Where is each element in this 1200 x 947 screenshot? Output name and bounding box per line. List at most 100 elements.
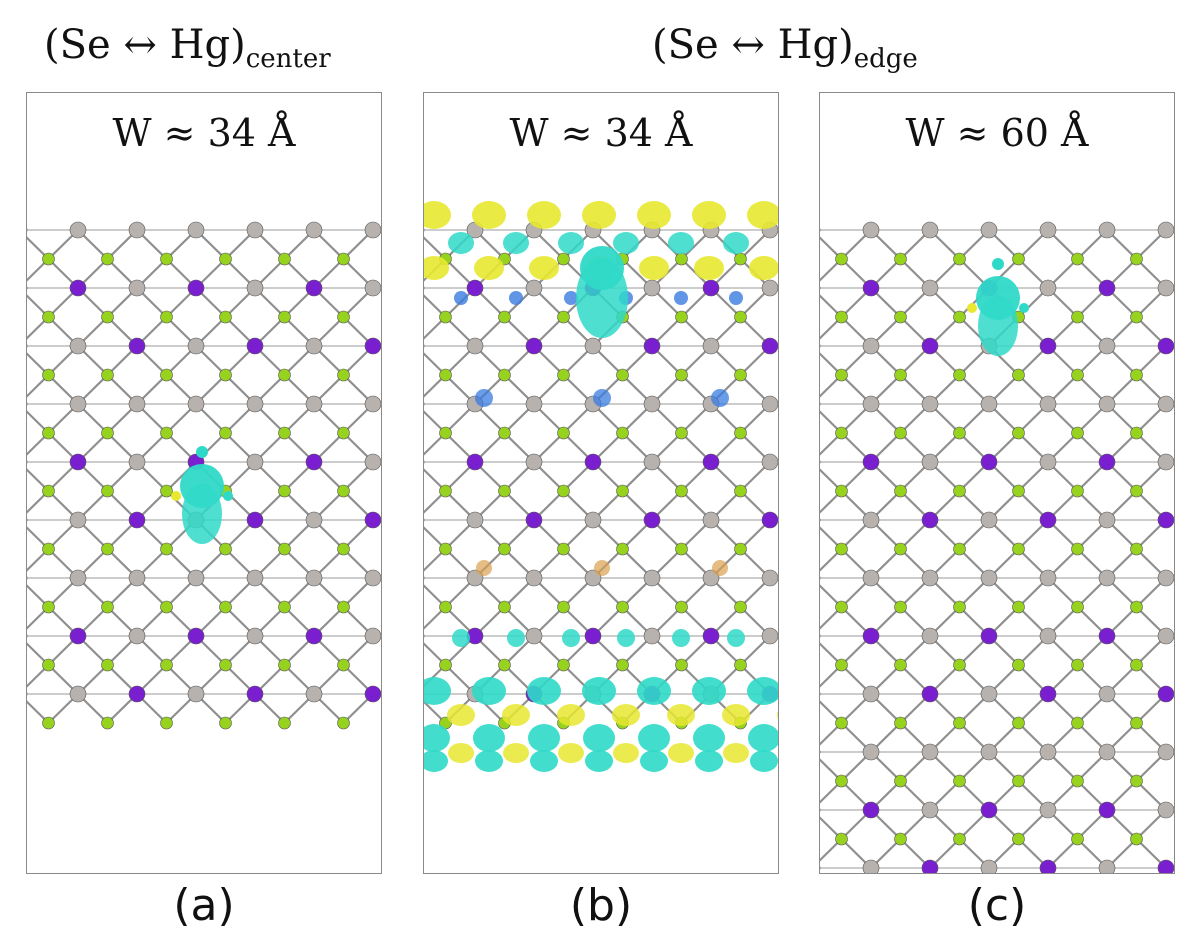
se-atom <box>557 368 570 382</box>
se-atom <box>219 658 232 672</box>
se-atom <box>557 600 570 614</box>
density-lobe-orange <box>476 560 492 576</box>
te-atom <box>246 511 264 529</box>
se-atom <box>1012 484 1025 498</box>
se-atom <box>278 426 291 440</box>
se-atom <box>42 310 55 324</box>
se-atom <box>616 542 629 556</box>
hg-atom <box>305 685 323 703</box>
hg-atom <box>862 569 880 587</box>
hg-atom <box>921 453 939 471</box>
bond <box>424 432 447 456</box>
se-atom <box>337 542 350 556</box>
hg-atom <box>128 453 146 471</box>
bond <box>27 374 50 398</box>
se-atom <box>835 542 848 556</box>
se-atom <box>1071 368 1084 382</box>
hg-atom <box>643 627 661 645</box>
se-atom <box>498 426 511 440</box>
bond <box>820 294 843 318</box>
se-atom <box>219 252 232 266</box>
se-atom <box>953 600 966 614</box>
density-lobe-yellow <box>503 743 529 763</box>
hg-atom <box>761 453 778 471</box>
te-atom <box>761 511 778 529</box>
bond <box>27 584 50 608</box>
hg-atom <box>1039 279 1057 297</box>
se-atom <box>835 832 848 846</box>
bond <box>820 606 843 630</box>
density-lobe-cyan <box>582 677 616 705</box>
heading-center-defect: (Se ↔ Hg)center <box>44 22 331 74</box>
te-atom <box>128 511 146 529</box>
se-atom <box>1012 716 1025 730</box>
hg-atom <box>921 395 939 413</box>
se-atom <box>734 252 747 266</box>
heading-edge-main: (Se ↔ Hg) <box>652 22 854 68</box>
density-lobe-yellow <box>747 201 778 229</box>
te-atom <box>980 453 998 471</box>
se-atom <box>160 484 173 498</box>
se-atom <box>219 368 232 382</box>
se-atom <box>337 310 350 324</box>
atom-layer <box>27 221 381 730</box>
se-atom <box>42 368 55 382</box>
bond <box>424 410 447 434</box>
se-atom <box>439 426 452 440</box>
density-lobe-side <box>1019 303 1029 313</box>
se-atom <box>160 252 173 266</box>
se-atom <box>616 426 629 440</box>
se-atom <box>337 252 350 266</box>
bond <box>27 410 50 434</box>
se-atom <box>278 716 291 730</box>
se-atom <box>953 484 966 498</box>
se-atom <box>337 368 350 382</box>
se-atom <box>734 658 747 672</box>
hg-atom <box>525 453 543 471</box>
se-atom <box>337 658 350 672</box>
te-atom <box>921 685 939 703</box>
density-lobe-cyan <box>562 629 580 647</box>
width-label-a: W ≈ 34 Å <box>112 111 296 155</box>
se-atom <box>337 600 350 614</box>
bond <box>424 468 447 492</box>
hg-atom <box>862 685 880 703</box>
te-atom <box>525 337 543 355</box>
density-lobe-yellow <box>613 743 639 763</box>
hg-atom <box>1157 395 1174 413</box>
se-atom <box>101 252 114 266</box>
hg-atom <box>980 743 998 761</box>
hg-atom <box>643 569 661 587</box>
hg-atom <box>921 221 939 239</box>
te-atom <box>466 279 484 297</box>
hg-atom <box>69 685 87 703</box>
density-lobe-orange <box>594 560 610 576</box>
te-atom <box>364 337 381 355</box>
density-layer <box>424 201 778 772</box>
bond <box>820 432 843 456</box>
se-atom <box>160 600 173 614</box>
bond <box>424 490 447 514</box>
se-atom <box>1012 600 1025 614</box>
se-atom <box>953 310 966 324</box>
density-lobe-yellow <box>424 201 451 229</box>
bond <box>27 548 50 572</box>
te-atom <box>128 685 146 703</box>
se-atom <box>219 426 232 440</box>
hg-atom <box>1039 801 1057 819</box>
hg-atom <box>246 627 264 645</box>
te-atom <box>1039 337 1057 355</box>
density-lobe-cyan <box>448 232 474 254</box>
lattice-svg-b <box>424 201 778 772</box>
se-atom <box>616 600 629 614</box>
bond <box>27 258 50 282</box>
hg-atom <box>1098 221 1116 239</box>
bond <box>27 468 50 492</box>
bond <box>820 526 843 550</box>
bond <box>424 352 447 376</box>
density-lobe-yellow <box>472 201 506 229</box>
density-lobe-yellow <box>424 256 449 280</box>
density-lobe-blue <box>729 291 743 305</box>
se-atom <box>439 484 452 498</box>
hg-atom <box>1098 337 1116 355</box>
